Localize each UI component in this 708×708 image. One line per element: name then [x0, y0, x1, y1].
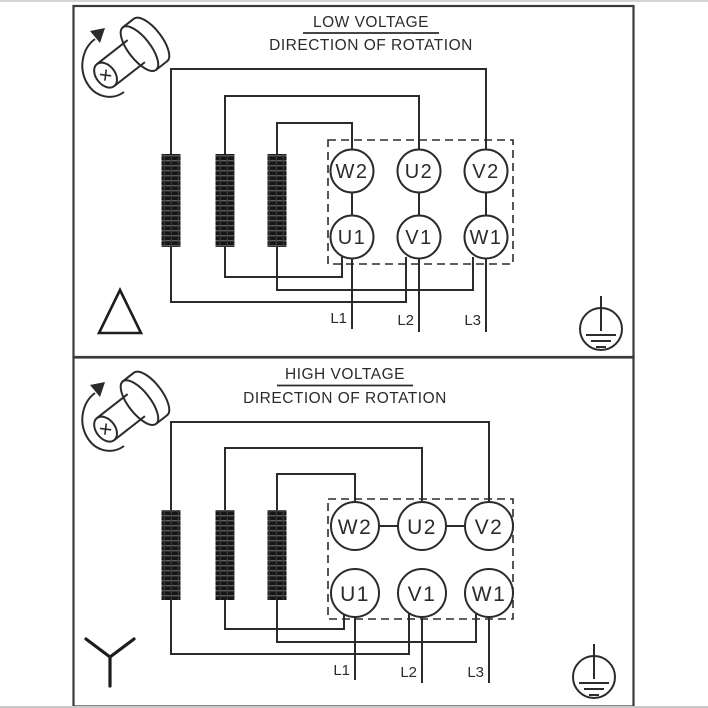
- terminal-label: V2: [472, 161, 499, 183]
- terminal-label: V2: [475, 516, 504, 539]
- winding-coil: [161, 510, 181, 600]
- winding-coils: [161, 154, 287, 247]
- motor-rotation-icon: [80, 10, 177, 104]
- winding-coils: [161, 510, 287, 600]
- star-icon: [84, 637, 136, 688]
- supply-line-label-l2: L2: [397, 312, 414, 329]
- winding-coil: [267, 154, 287, 247]
- motor-rotation-icon: [80, 364, 177, 458]
- terminal-w1: W1: [463, 214, 509, 260]
- supply-line-label-l3: L3: [464, 312, 481, 329]
- ground-icon: [579, 295, 623, 351]
- terminal-label: V1: [408, 583, 437, 606]
- terminal-w1: W1: [464, 568, 514, 618]
- winding-coil: [215, 154, 235, 247]
- winding-wires: [170, 421, 490, 683]
- supply-line-label-l2: L2: [400, 664, 417, 681]
- terminal-w2: W2: [329, 148, 375, 194]
- ground-icon: [572, 643, 616, 699]
- terminal-label: U2: [407, 516, 437, 539]
- panel-low-voltage: LOW VOLTAGE DIRECTION OF ROTATION: [72, 4, 635, 359]
- terminal-row-bottom: U1 V1 W1: [330, 568, 514, 618]
- terminal-u2: U2: [396, 148, 442, 194]
- terminal-row-top: W2 U2 V2: [329, 148, 509, 194]
- terminal-label: W1: [472, 583, 507, 606]
- terminal-w2: W2: [330, 501, 380, 551]
- supply-line-label-l3: L3: [467, 664, 484, 681]
- terminal-v2: V2: [464, 501, 514, 551]
- terminal-block-outline: [327, 139, 514, 265]
- supply-line-label-l1: L1: [330, 310, 347, 327]
- terminal-label: W1: [470, 227, 503, 249]
- panel-subtitle: DIRECTION OF ROTATION: [243, 390, 447, 407]
- terminal-block-outline: [327, 498, 514, 620]
- delta-icon: [96, 287, 144, 335]
- winding-coil: [161, 154, 181, 247]
- terminal-v1: V1: [396, 214, 442, 260]
- terminal-label: U1: [338, 227, 367, 249]
- panel-high-voltage: HIGH VOLTAGE DIRECTION OF ROTATION: [72, 356, 635, 706]
- terminal-u1: U1: [330, 568, 380, 618]
- terminal-jumpers: [351, 192, 487, 216]
- terminal-label: U1: [340, 583, 370, 606]
- winding-wires: [170, 68, 487, 332]
- terminal-v1: V1: [397, 568, 447, 618]
- terminal-u1: U1: [329, 214, 375, 260]
- panel-title: HIGH VOLTAGE: [285, 366, 405, 383]
- winding-coil: [215, 510, 235, 600]
- terminal-row-bottom: U1 V1 W1: [329, 214, 509, 260]
- terminal-label: V1: [405, 227, 432, 249]
- supply-line-label-l1: L1: [333, 662, 350, 679]
- terminal-label: W2: [338, 516, 373, 539]
- panel-title: LOW VOLTAGE: [313, 14, 429, 31]
- terminal-row-top: W2 U2 V2: [330, 501, 514, 551]
- panel-subtitle: DIRECTION OF ROTATION: [269, 37, 473, 54]
- terminal-label: W2: [336, 161, 369, 183]
- terminal-v2: V2: [463, 148, 509, 194]
- winding-coil: [267, 510, 287, 600]
- terminal-u2: U2: [397, 501, 447, 551]
- panel-frame: [72, 356, 635, 706]
- terminal-label: U2: [405, 161, 434, 183]
